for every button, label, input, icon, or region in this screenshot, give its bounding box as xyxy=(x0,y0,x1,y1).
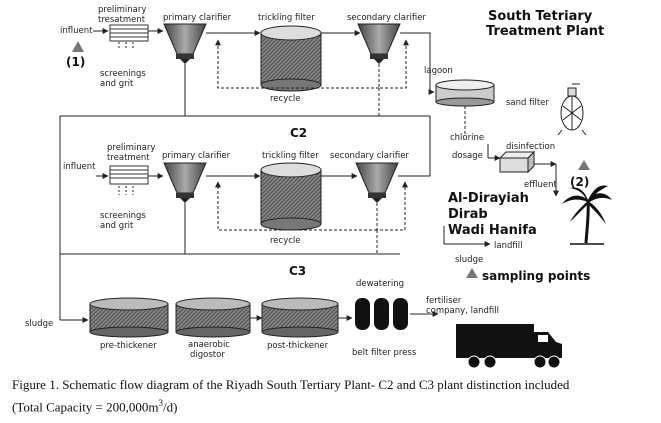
tertiary-sludge-label: sludge xyxy=(455,255,483,265)
c3-screenings-label-2: and grit xyxy=(100,221,134,231)
caption-line-2-suffix: /d) xyxy=(163,399,178,415)
c2-primary-clarifier-label: primary clarifier xyxy=(163,13,232,23)
c3-primary-clarifier-label: primary clarifier xyxy=(162,151,231,161)
c2-secondary-clarifier-label: secondary clarifier xyxy=(347,13,426,23)
c2-secondary-clarifier xyxy=(357,23,401,64)
destination-al-dirayiah: Al-Dirayiah xyxy=(448,191,529,206)
anaerobic-digester-tank xyxy=(175,297,251,338)
plant-title-line1: South Tetriary xyxy=(488,9,593,24)
sampling-point-2-icon xyxy=(578,160,590,170)
c2-primary-clarifier xyxy=(163,23,207,64)
c3-screen-icon xyxy=(109,165,149,185)
c2-screen-icon xyxy=(109,24,149,42)
section-label-c2: C2 xyxy=(290,126,307,140)
caption-line-2-prefix: (Total Capacity = 200,000m xyxy=(12,399,159,415)
c2-screenings-label-2: and grit xyxy=(100,79,134,89)
dosage-label: dosage xyxy=(452,151,483,161)
sampling-points-legend-icon xyxy=(466,268,478,278)
c2-recycle-label: recycle xyxy=(270,94,301,104)
sampling-point-1-icon xyxy=(72,41,84,52)
sludge-label: sludge xyxy=(25,319,53,329)
tertiary-section: lagoon sand filter chlorine dosage disin… xyxy=(424,66,612,283)
truck-icon xyxy=(456,324,562,369)
c2-screenings-label-1: screenings xyxy=(100,69,146,79)
c3-screenings-label-1: screenings xyxy=(100,211,146,221)
c3-influent-label: influent xyxy=(63,162,96,172)
pre-thickener-label: pre-thickener xyxy=(100,341,157,351)
c2-trickling-filter-label: trickling filter xyxy=(258,13,315,23)
sampling-points-legend-label: sampling points xyxy=(482,269,590,283)
process-flow-diagram: South Tetriary Treatment Plant influent … xyxy=(25,5,612,369)
c3-secondary-clarifier xyxy=(355,162,399,203)
dewatering-label: dewatering xyxy=(356,279,404,289)
sand-filter-icon xyxy=(557,83,587,136)
c2-process-row: influent (1) preliminary tresatment scre… xyxy=(60,5,435,117)
chlorine-label: chlorine xyxy=(450,133,484,143)
c2-influent-label: influent xyxy=(60,26,93,36)
c3-trickling-filter xyxy=(260,162,322,231)
c3-secondary-clarifier-label: secondary clarifier xyxy=(330,151,409,161)
sand-filter-label: sand filter xyxy=(506,98,549,108)
destination-dirab: Dirab xyxy=(448,207,488,222)
caption-line-2: (Total Capacity = 200,000m3/d) xyxy=(12,394,657,416)
c3-process-row: influent preliminary treatment screening… xyxy=(60,116,431,255)
sampling-point-1-label: (1) xyxy=(66,55,85,69)
c3-recycle-label: recycle xyxy=(270,236,301,246)
section-label-c3: C3 xyxy=(289,264,306,278)
c2-preliminary-label-2: tresatment xyxy=(98,15,146,25)
lagoon-tank xyxy=(435,79,495,107)
belt-filter-press-icon xyxy=(355,298,408,330)
c2-trickling-filter xyxy=(260,25,322,92)
post-thickener-tank xyxy=(261,297,339,338)
c3-trickling-filter-label: trickling filter xyxy=(262,151,319,161)
belt-filter-press-label: belt filter press xyxy=(352,348,417,358)
post-thickener-label: post-thickener xyxy=(267,341,329,351)
sludge-treatment-row: sludge pre-thickener anaerobic digostor … xyxy=(25,279,562,369)
palm-tree-icon xyxy=(562,185,612,245)
fertiliser-label-1: fertiliser xyxy=(426,296,462,306)
anaerobic-label-1: anaerobic xyxy=(188,340,230,350)
anaerobic-label-2: digostor xyxy=(190,350,225,360)
caption-line-1: Figure 1. Schematic flow diagram of the … xyxy=(12,377,570,392)
c3-primary-clarifier xyxy=(163,162,207,203)
c3-preliminary-label-2: treatment xyxy=(107,153,150,163)
destination-wadi-hanifa: Wadi Hanifa xyxy=(448,223,537,238)
disinfection-tank xyxy=(498,150,536,174)
c3-preliminary-label-1: preliminary xyxy=(107,143,155,153)
lagoon-label: lagoon xyxy=(424,66,453,76)
effluent-label: effluent xyxy=(524,180,557,190)
plant-title-line2: Treatment Plant xyxy=(486,24,604,39)
landfill-label: landfill xyxy=(494,241,522,251)
sampling-point-2-label: (2) xyxy=(570,175,589,189)
figure-caption: Figure 1. Schematic flow diagram of the … xyxy=(12,376,657,416)
caption-superscript: 3 xyxy=(158,398,164,408)
disinfection-label: disinfection xyxy=(506,142,555,152)
fertiliser-label-2: company, landfill xyxy=(426,306,499,316)
c2-preliminary-label-1: preliminary xyxy=(98,5,146,15)
pre-thickener-tank xyxy=(89,297,169,338)
